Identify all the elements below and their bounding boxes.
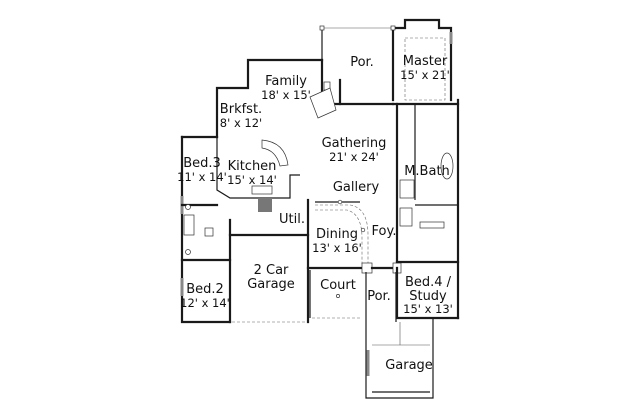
room-label-garage: Garage xyxy=(385,359,433,373)
room-name: M.Bath xyxy=(404,164,450,179)
hall-bath-fixtures xyxy=(183,204,214,255)
room-name: Gathering xyxy=(321,136,387,151)
room-label-porch-rear: Por. xyxy=(350,56,374,70)
room-name: Gallery xyxy=(332,180,380,195)
master-bath-walls xyxy=(395,98,460,320)
room-dimensions: 21' x 24' xyxy=(329,149,379,164)
room-dimensions: 8' x 12' xyxy=(219,115,263,130)
room-label-gallery: Gallery xyxy=(333,181,379,195)
room-name: Bed.2 xyxy=(186,282,224,297)
room-dimensions: Garage xyxy=(247,276,295,292)
room-name: Foy. xyxy=(371,224,397,239)
room-dimensions: 11' x 14' xyxy=(177,169,227,184)
room-label-porch-front: Por. xyxy=(367,290,391,304)
room-name: Court xyxy=(320,278,356,293)
room-name: Bed.4 / xyxy=(404,275,452,290)
room-name: Master xyxy=(402,54,448,69)
room-dimensions: 13' x 16' xyxy=(312,240,362,255)
room-name: Kitchen xyxy=(227,159,277,174)
room-label-master-bath: M.Bath xyxy=(404,165,450,179)
room-dimensions: 12' x 14' xyxy=(180,295,230,310)
room-name: Brkfst. xyxy=(219,102,263,117)
room-dimensions: 15' x 14' xyxy=(227,172,277,187)
room-label-utility: Util. xyxy=(279,213,305,227)
room-name: Por. xyxy=(350,55,374,70)
room-name: Dining xyxy=(316,227,358,242)
room-label-breakfast: Brkfst.8' x 12' xyxy=(220,103,262,129)
room-dimensions: 15' x 13' xyxy=(403,302,453,317)
room-name: Garage xyxy=(385,358,433,373)
room-name: Family xyxy=(265,74,307,89)
room-dimensions: 18' x 15' xyxy=(261,87,311,102)
gallery-dining-walls xyxy=(306,198,402,274)
room-name: 2 Car xyxy=(253,263,289,278)
room-name: Por. xyxy=(367,289,391,304)
room-dimensions: Study xyxy=(409,288,447,304)
room-label-foyer: Foy. xyxy=(372,225,397,239)
room-name: Bed.3 xyxy=(183,156,221,171)
room-dimensions: 15' x 21' xyxy=(400,67,450,82)
room-name: Util. xyxy=(279,212,305,227)
room-label-court: Court xyxy=(320,279,356,293)
front-garage-walls xyxy=(365,318,434,399)
